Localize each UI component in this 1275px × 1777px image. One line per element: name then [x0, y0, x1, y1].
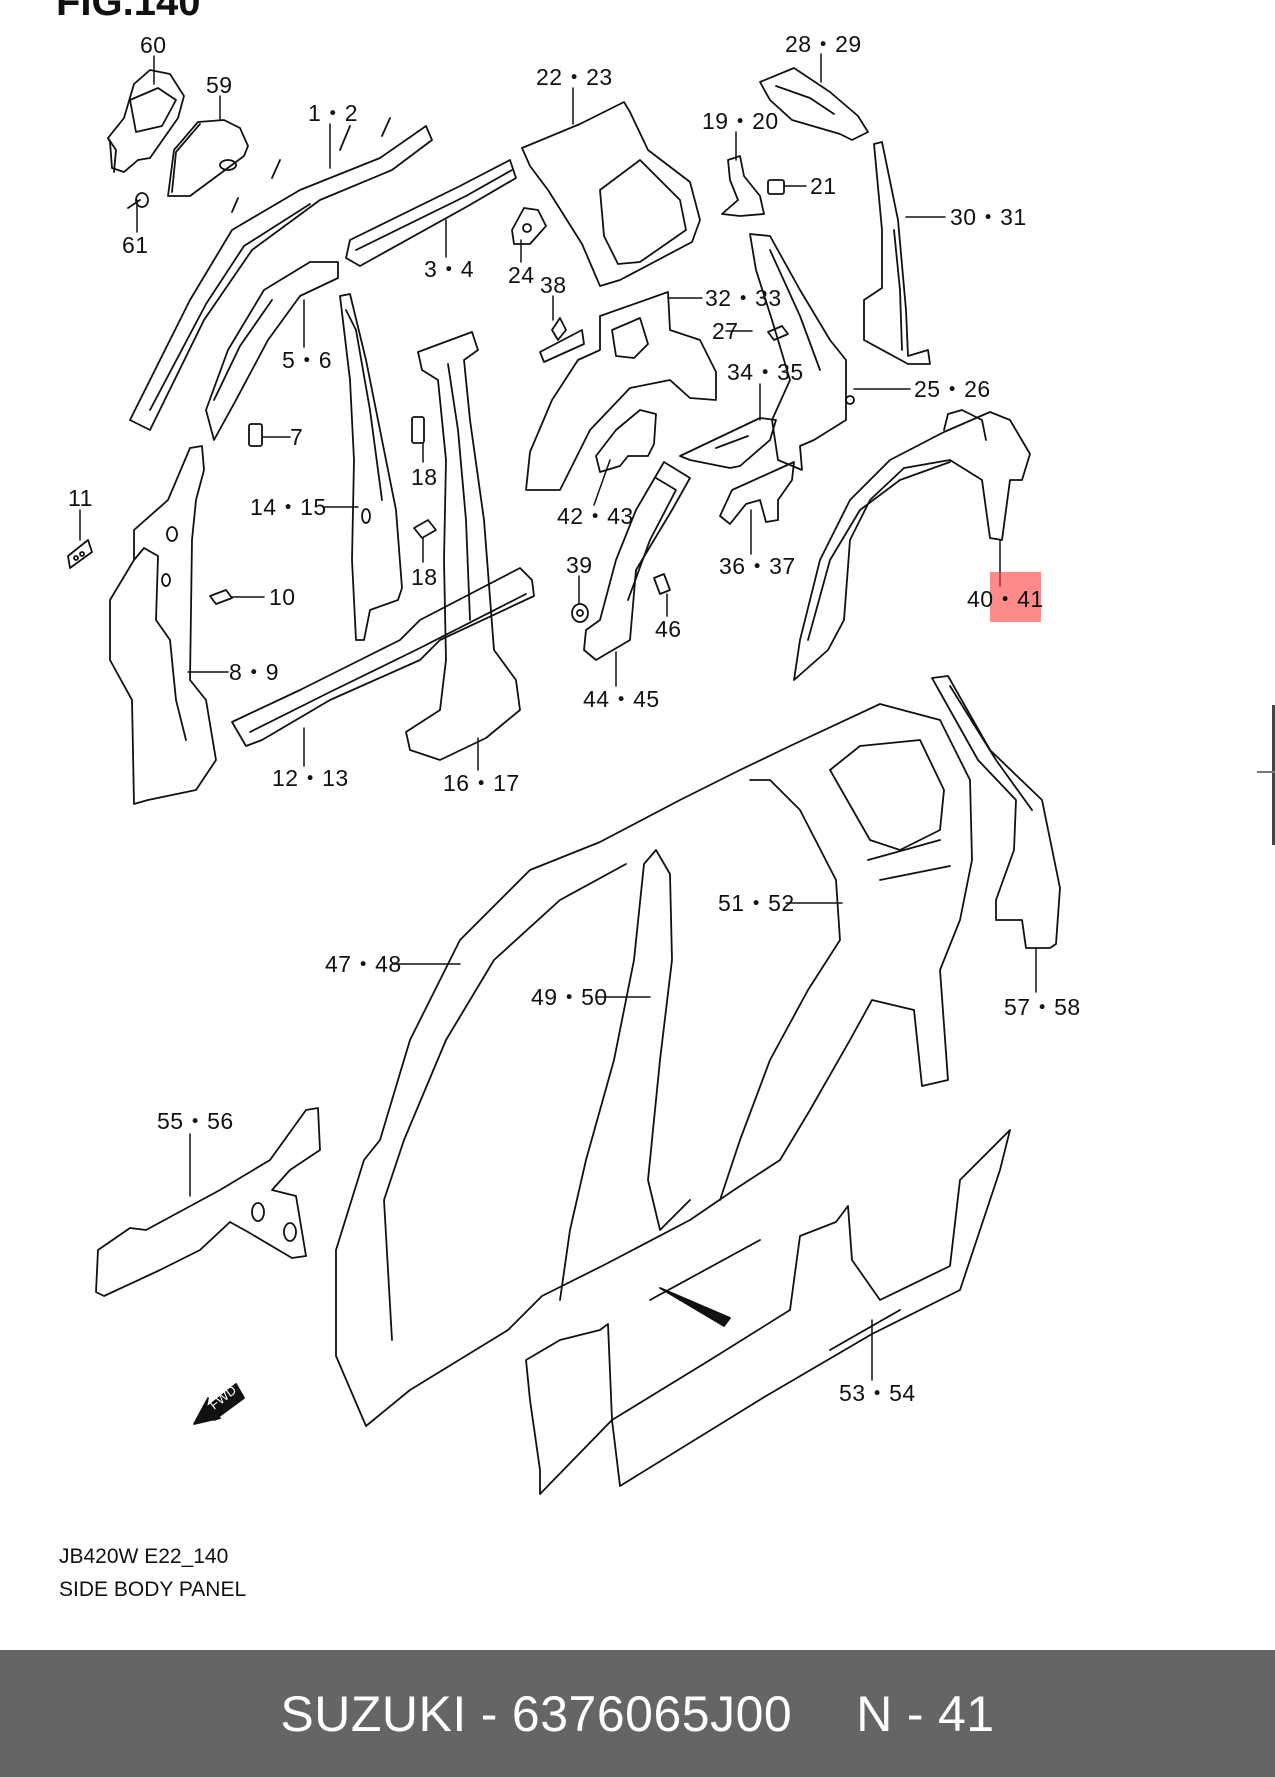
part-25-26-rear-pillar[interactable] — [750, 234, 854, 470]
part-11-plate[interactable] — [68, 540, 92, 568]
part-27-patch[interactable] — [768, 326, 788, 340]
callout-46[interactable]: 46 — [655, 616, 682, 642]
callout-28-29[interactable]: 28・29 — [785, 31, 862, 57]
callout-27[interactable]: 27 — [712, 318, 739, 344]
part-number: 6376065J00 — [511, 1685, 793, 1742]
callout-44-45[interactable]: 44・45 — [583, 686, 660, 712]
banner-separator-2: - — [906, 1685, 924, 1742]
callout-3-4[interactable]: 3・4 — [424, 256, 475, 282]
part-34-35-extension[interactable] — [680, 418, 776, 468]
callout-57-58[interactable]: 57・58 — [1004, 994, 1081, 1020]
callout-21[interactable]: 21 — [810, 173, 837, 199]
part-18-nut-plate-lower[interactable] — [414, 520, 436, 538]
part-22-23-quarter-inner-upper[interactable] — [522, 102, 700, 286]
callout-51-52[interactable]: 51・52 — [718, 890, 795, 916]
callout-47-48[interactable]: 47・48 — [325, 951, 402, 977]
scroll-edge-tick — [1257, 771, 1275, 773]
ref-number: 41 — [937, 1685, 995, 1742]
callout-19-20[interactable]: 19・20 — [702, 108, 779, 134]
part-44-45-wheelhouse-panel[interactable] — [584, 462, 690, 660]
callout-12-13[interactable]: 12・13 — [272, 765, 349, 791]
part-24-bracket[interactable] — [512, 208, 546, 244]
part-46-plug[interactable] — [654, 574, 670, 594]
callout-32-33[interactable]: 32・33 — [705, 285, 782, 311]
part-10-block[interactable] — [210, 590, 232, 604]
callout-1-2[interactable]: 1・2 — [308, 100, 359, 126]
part-16-17-center-pillar[interactable] — [406, 332, 520, 760]
part-39-grommet[interactable] — [572, 604, 588, 622]
figure-name: SIDE BODY PANEL — [59, 1578, 247, 1601]
highlight-box — [990, 572, 1041, 622]
callout-5-6[interactable]: 5・6 — [282, 347, 333, 373]
callout-18-lower[interactable]: 18 — [411, 564, 438, 590]
part-57-58-rear-pillar-outer[interactable] — [932, 676, 1060, 948]
part-53-54-side-sill-outer[interactable] — [526, 1130, 1010, 1494]
callout-40-41[interactable]: 40・41 — [967, 586, 1044, 612]
part-61-bolt[interactable] — [128, 193, 148, 208]
part-1-2-roof-side-rail[interactable] — [130, 118, 432, 430]
callout-18-upper[interactable]: 18 — [411, 464, 438, 490]
callout-30-31[interactable]: 30・31 — [950, 204, 1027, 230]
part-28-29-rear-reinforcement[interactable] — [760, 68, 868, 140]
part-32-33-wheelhouse-inner[interactable] — [526, 292, 716, 490]
callout-42-43[interactable]: 42・43 — [557, 503, 634, 529]
callout-60[interactable]: 60 — [140, 32, 167, 58]
ref-prefix: N — [856, 1685, 893, 1742]
part-info-banner: SUZUKI - 6376065J00 N - 41 — [0, 1650, 1275, 1777]
callout-53-54[interactable]: 53・54 — [839, 1380, 916, 1406]
part-38-clip[interactable] — [540, 318, 584, 362]
callout-10[interactable]: 10 — [269, 584, 296, 610]
callout-8-9[interactable]: 8・9 — [229, 659, 280, 685]
figure-code: JB420W E22_140 — [59, 1545, 229, 1568]
callout-14-15[interactable]: 14・15 — [250, 494, 327, 520]
scroll-edge-indicator — [1272, 705, 1275, 845]
part-47-48-side-body-outer[interactable] — [336, 704, 972, 1426]
part-21-spacer[interactable] — [768, 180, 784, 194]
callout-36-37[interactable]: 36・37 — [719, 553, 796, 579]
leader-lines — [80, 54, 1036, 1380]
callout-25-26[interactable]: 25・26 — [914, 376, 991, 402]
callout-34-35[interactable]: 34・35 — [727, 359, 804, 385]
part-7-bracket[interactable] — [249, 424, 262, 446]
callout-55-56[interactable]: 55・56 — [157, 1108, 234, 1134]
brand-label: SUZUKI — [280, 1685, 467, 1742]
callout-61[interactable]: 61 — [122, 232, 149, 258]
part-19-20-bracket[interactable] — [722, 156, 764, 216]
part-30-31-rear-pillar-inner[interactable] — [864, 142, 930, 364]
part-55-56-front-side-member[interactable] — [96, 1108, 320, 1296]
callout-24[interactable]: 24 — [508, 262, 535, 288]
callout-49-50[interactable]: 49・50 — [531, 984, 608, 1010]
part-14-15-center-pillar-inner[interactable] — [340, 294, 402, 640]
part-5-6-front-pillar-upper[interactable] — [206, 262, 338, 440]
part-59-fuel-lid[interactable] — [168, 120, 248, 196]
part-42-43-bracket[interactable] — [596, 410, 656, 472]
callout-59[interactable]: 59 — [206, 72, 233, 98]
callout-39[interactable]: 39 — [566, 552, 593, 578]
fwd-arrow-icon: FWD — [194, 1382, 244, 1424]
callout-11[interactable]: 11 — [68, 485, 93, 511]
part-3-4-roof-rail-inner[interactable] — [346, 160, 516, 266]
part-60-fuel-filler-housing[interactable] — [108, 70, 184, 172]
pointer-wedge — [660, 1288, 730, 1326]
figure-title: FIG.140 — [56, 0, 201, 24]
banner-separator: - — [480, 1685, 498, 1742]
part-36-37-extension[interactable] — [720, 462, 794, 524]
callout-38[interactable]: 38 — [540, 272, 567, 298]
callout-7[interactable]: 7 — [290, 424, 304, 450]
callout-16-17[interactable]: 16・17 — [443, 770, 520, 796]
part-12-13-side-sill-inner[interactable] — [232, 568, 534, 746]
callout-22-23[interactable]: 22・23 — [536, 64, 613, 90]
parts-diagram: FWD — [0, 0, 1275, 1650]
part-8-9-front-pillar[interactable] — [110, 446, 216, 804]
part-40-41-wheelhouse-outer[interactable] — [794, 410, 1030, 680]
part-18-nut-plate-upper[interactable] — [412, 417, 424, 443]
